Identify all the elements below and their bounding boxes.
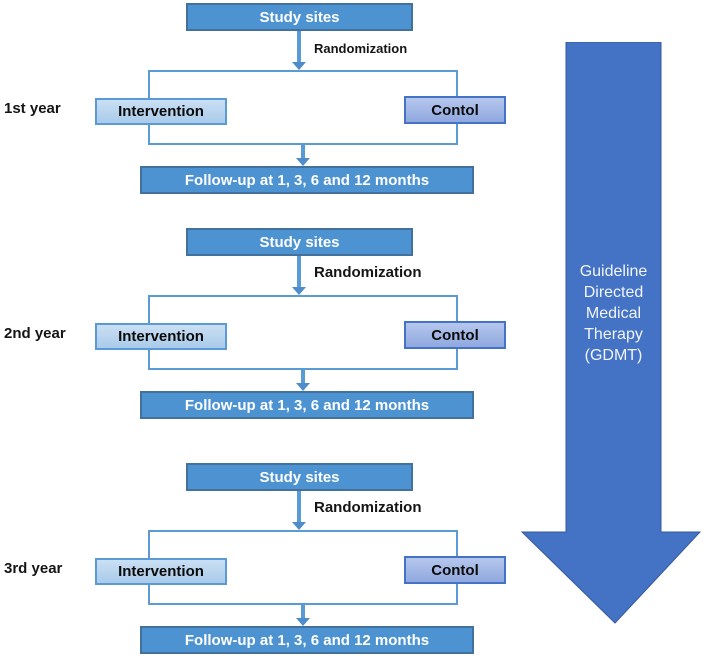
study-sites-box-1: Study sites <box>186 3 413 31</box>
gdmt-arrow: Guideline Directed Medical Therapy (GDMT… <box>515 42 708 624</box>
randomization-label-3: Randomization <box>314 499 422 516</box>
year-label-3: 3rd year <box>4 560 63 577</box>
gdmt-arrow-polygon <box>520 42 702 624</box>
randomization-label-2: Randomization <box>314 264 422 281</box>
gdmt-arrow-label: Guideline Directed Medical Therapy (GDMT… <box>579 263 648 364</box>
study-sites-box-3: Study sites <box>186 463 413 491</box>
year-block-2: 2nd year Study sites Randomization Inter… <box>0 225 545 425</box>
followup-box-1: Follow-up at 1, 3, 6 and 12 months <box>140 166 474 194</box>
arrow-randomization-1 <box>292 31 306 70</box>
year-label-1: 1st year <box>4 100 61 117</box>
year-label-2: 2nd year <box>4 325 66 342</box>
intervention-box-1: Intervention <box>95 98 227 125</box>
control-box-1: Contol <box>404 96 506 124</box>
gdmt-arrow-shape <box>520 42 702 624</box>
study-sites-box-2: Study sites <box>186 228 413 256</box>
arrow-randomization-2 <box>292 256 306 295</box>
followup-box-3: Follow-up at 1, 3, 6 and 12 months <box>140 626 474 654</box>
control-box-3: Contol <box>404 556 506 584</box>
arrow-followup-2 <box>296 370 310 391</box>
intervention-box-3: Intervention <box>95 558 227 585</box>
randomization-label-1: Randomization <box>314 41 408 56</box>
intervention-box-2: Intervention <box>95 323 227 350</box>
year-block-3: 3rd year Study sites Randomization Inter… <box>0 460 545 660</box>
year-block-1: 1st year Study sites Randomization Inter… <box>0 0 545 200</box>
arrow-followup-3 <box>296 605 310 626</box>
control-box-2: Contol <box>404 321 506 349</box>
arrow-followup-1 <box>296 145 310 166</box>
followup-box-2: Follow-up at 1, 3, 6 and 12 months <box>140 391 474 419</box>
arrow-randomization-3 <box>292 491 306 530</box>
